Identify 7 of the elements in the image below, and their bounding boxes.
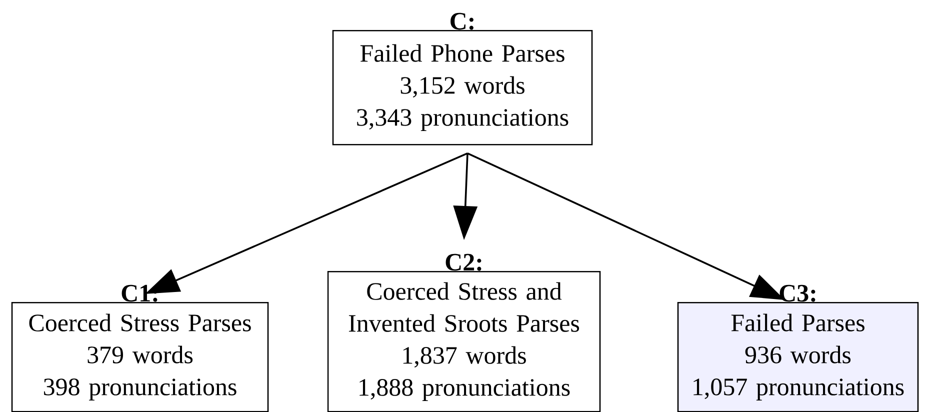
heading: C2: xyxy=(446,254,482,271)
heading: C: xyxy=(450,12,474,30)
process-box: Coerced Stress and Invented Sroots Parses 1,837 words 1,888 pronunciations xyxy=(327,271,601,412)
process-box: Failed Phone Parses 3,152 words 3,343 pronunciations xyxy=(332,30,593,146)
process-box: Failed Parses 936 words 1,057 pronunciations xyxy=(677,302,919,412)
heading: C3: xyxy=(780,284,816,302)
process-box: Coerced Stress Parses 379 words 398 pronunciations xyxy=(11,302,269,412)
